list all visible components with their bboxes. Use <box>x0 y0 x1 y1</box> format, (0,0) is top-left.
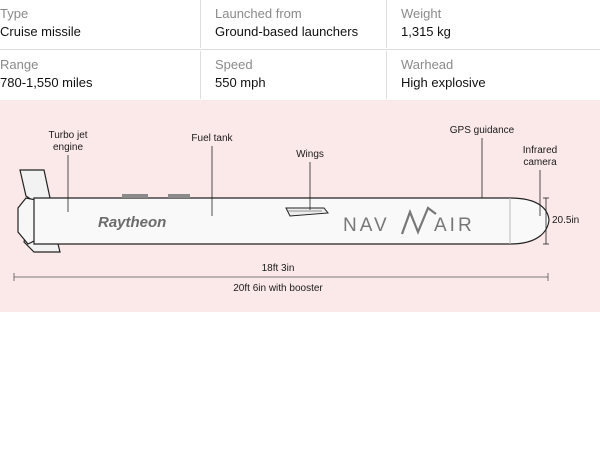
spec-label: Weight <box>401 6 442 21</box>
spec-launched-from: Launched from Ground-based launchers <box>200 0 386 48</box>
row-divider <box>0 49 600 50</box>
spec-warhead: Warhead High explosive <box>386 51 600 99</box>
spec-type: Type Cruise missile <box>0 0 196 48</box>
specs-table: Type Cruise missile Launched from Ground… <box>0 0 600 100</box>
spec-value: High explosive <box>401 75 486 90</box>
spec-label: Warhead <box>401 57 454 72</box>
tail-cone <box>17 197 37 245</box>
label-infrared-1: Infrared <box>523 145 557 156</box>
label-wings: Wings <box>296 149 324 160</box>
tail-fin-top <box>19 169 51 201</box>
missile-diagram: Raytheon NAV AIR Turbo jet engine Fuel t… <box>0 100 600 312</box>
spec-weight: Weight 1,315 kg <box>386 0 600 48</box>
spec-label: Type <box>0 6 29 21</box>
spec-label: Speed <box>215 57 253 72</box>
spec-label: Launched from <box>215 6 302 21</box>
intake-tab <box>122 194 148 198</box>
label-gps-guidance: GPS guidance <box>450 125 515 136</box>
label-infrared-2: camera <box>523 157 557 168</box>
missile-body <box>33 197 550 245</box>
navair-logo-left: NAV <box>343 215 390 236</box>
navair-logo-right: AIR <box>434 215 475 236</box>
spec-value: 780-1,550 miles <box>0 75 93 90</box>
spec-value: 550 mph <box>215 75 266 90</box>
raytheon-logo: Raytheon <box>98 214 166 231</box>
label-turbo-jet-2: engine <box>53 142 83 153</box>
navair-emblem <box>400 206 437 235</box>
spec-value: Ground-based launchers <box>215 24 359 39</box>
spec-speed: Speed 550 mph <box>200 51 386 99</box>
label-fuel-tank: Fuel tank <box>191 133 233 144</box>
label-total-length: 20ft 6in with booster <box>233 283 323 294</box>
specs-row: Type Cruise missile Launched from Ground… <box>0 0 600 48</box>
spec-range: Range 780-1,550 miles <box>0 51 196 99</box>
spec-value: Cruise missile <box>0 24 81 39</box>
missile-svg: Raytheon NAV AIR Turbo jet engine Fuel t… <box>13 125 579 294</box>
spec-value: 1,315 kg <box>401 24 451 39</box>
label-turbo-jet-1: Turbo jet <box>48 130 87 141</box>
label-body-length: 18ft 3in <box>262 263 295 274</box>
wing-shape <box>285 207 329 217</box>
specs-row: Range 780-1,550 miles Speed 550 mph Warh… <box>0 51 600 99</box>
intake-tab <box>168 194 190 198</box>
label-diameter: 20.5in <box>552 215 579 226</box>
spec-label: Range <box>0 57 39 72</box>
